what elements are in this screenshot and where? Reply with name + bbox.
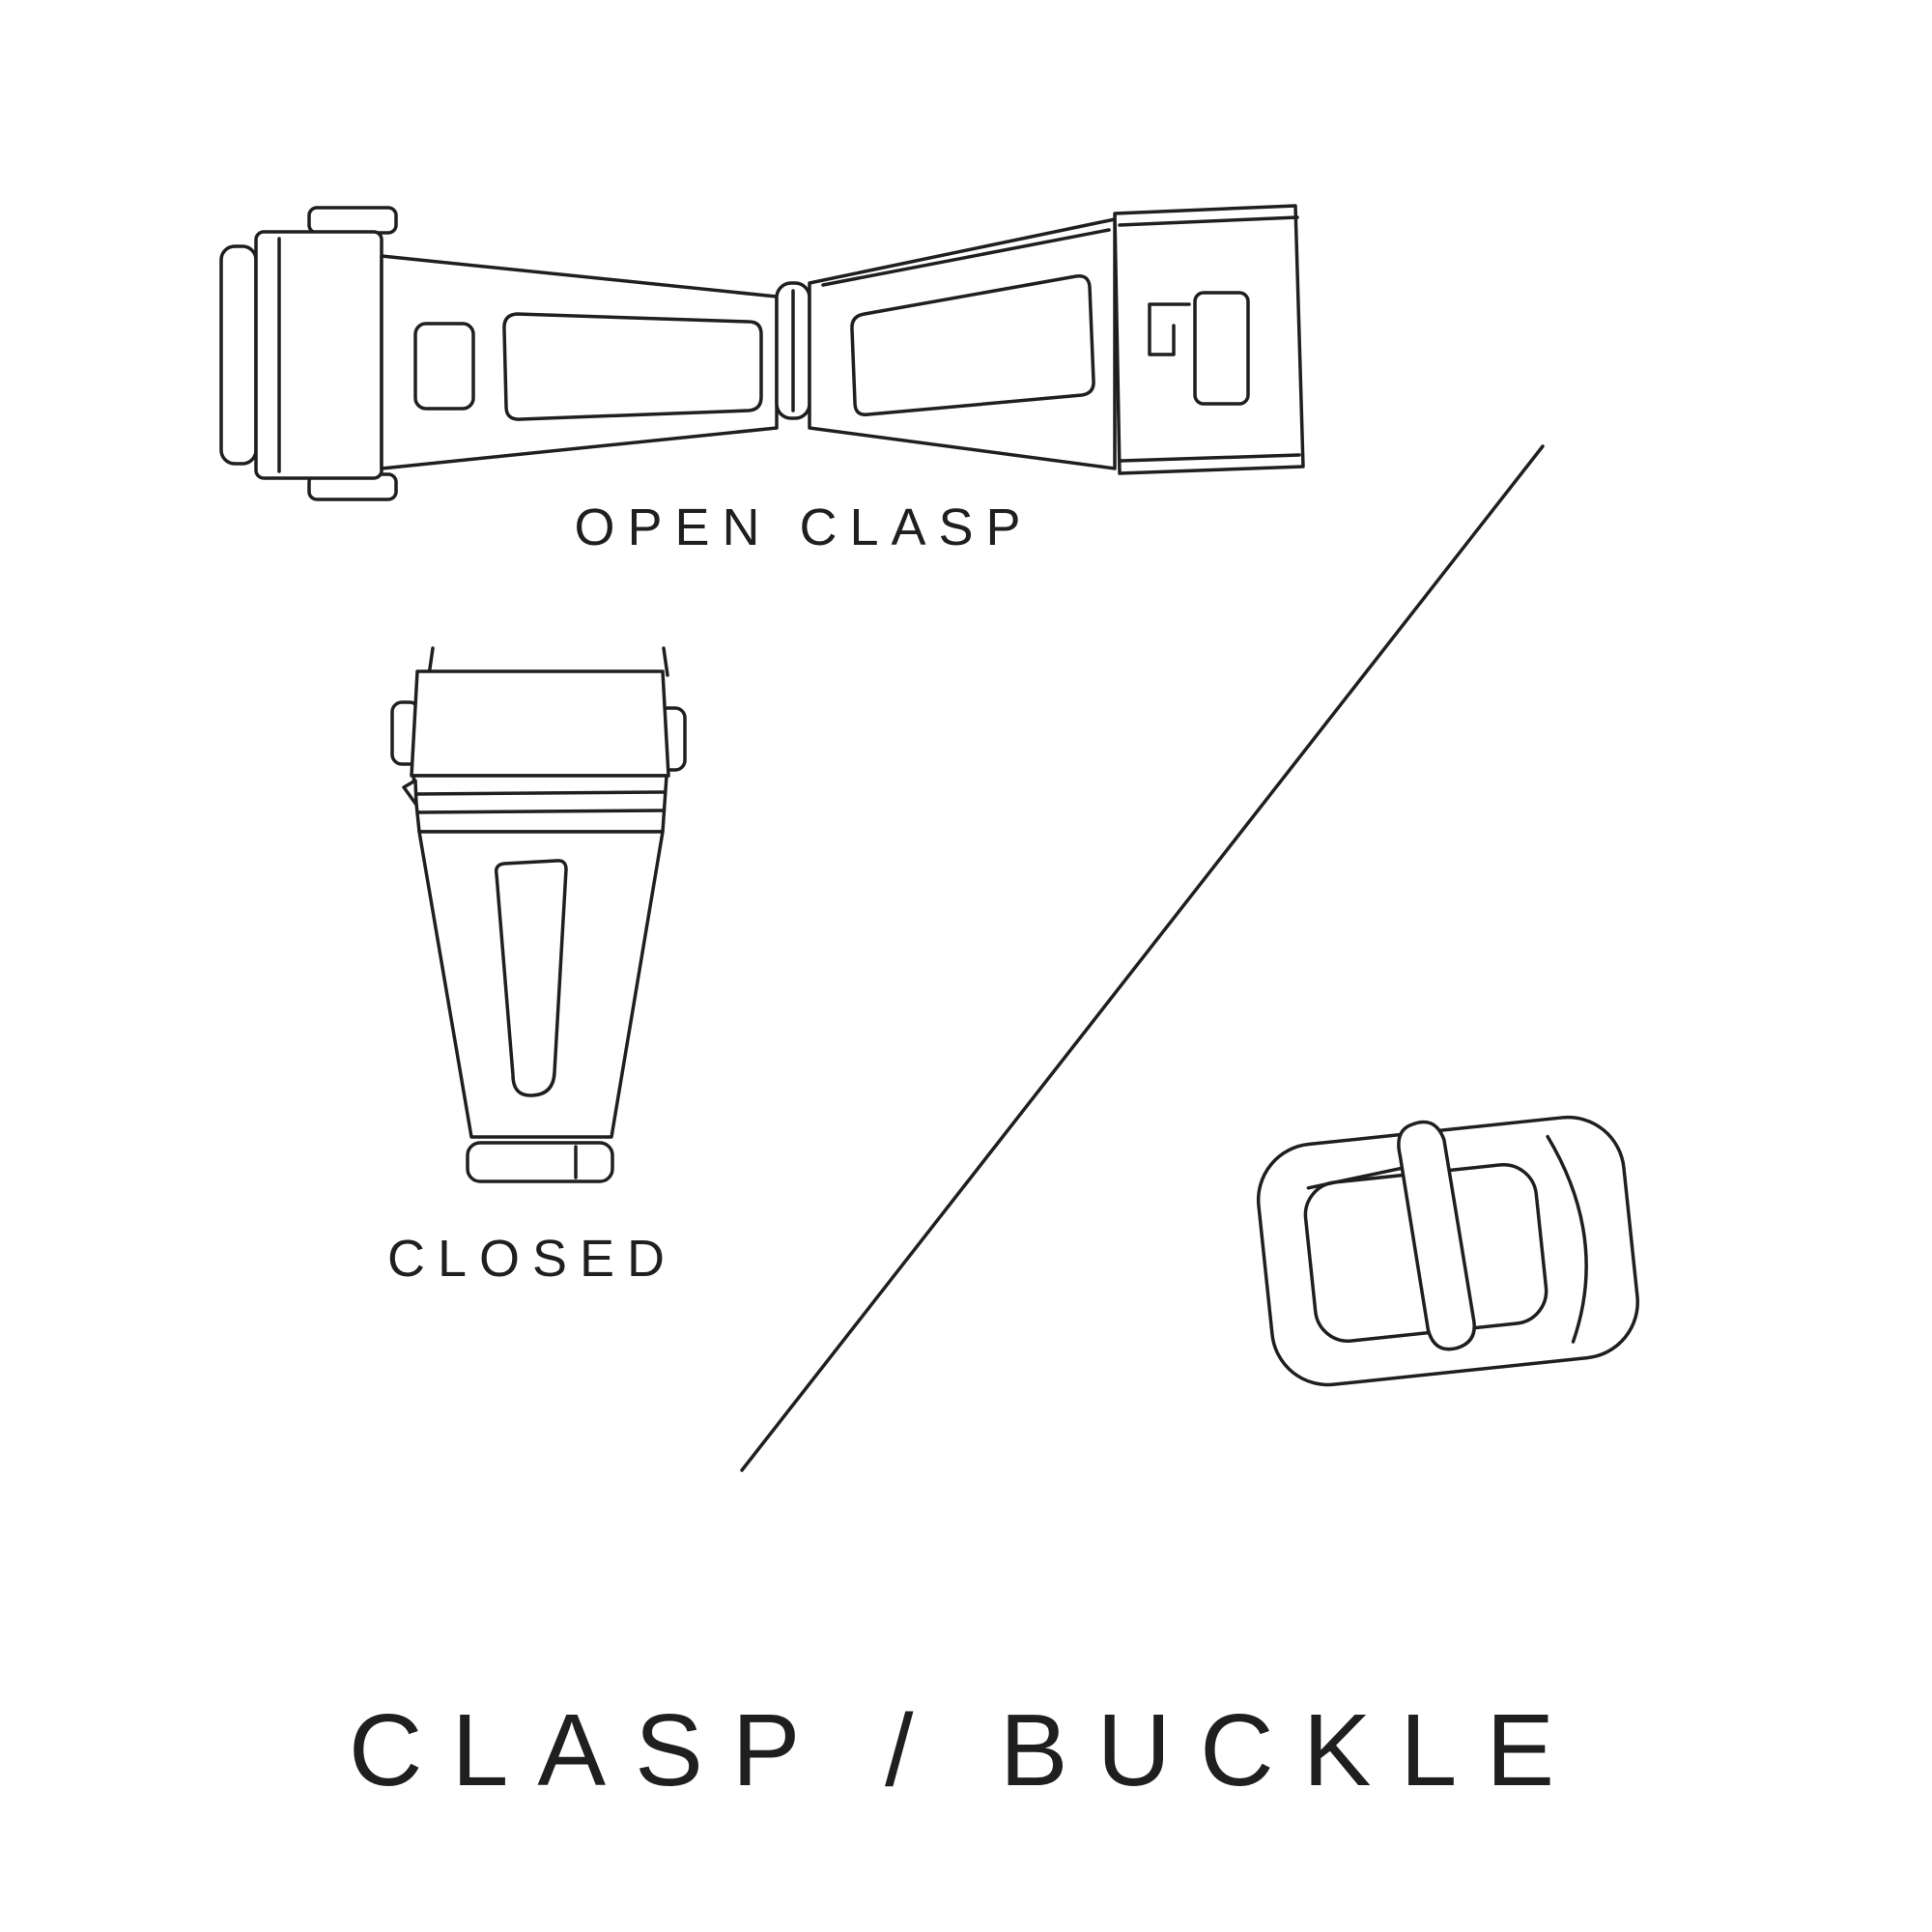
open-clasp-right-end-piece	[1113, 204, 1305, 475]
closed-clasp-band-line-2	[415, 809, 665, 814]
open-clasp-left-slot	[502, 312, 763, 421]
open-clasp-label: OPEN CLASP	[574, 498, 1034, 556]
open-clasp-illustration	[208, 179, 1319, 512]
open-clasp-left-top-cap	[307, 206, 398, 235]
open-clasp-roller-bar	[219, 244, 258, 466]
tang-buckle-drawing	[1256, 1115, 1639, 1387]
closed-clasp-band-line-1	[413, 790, 667, 796]
closed-clasp-drawing	[390, 646, 687, 1183]
closed-clasp-left-notch	[402, 779, 418, 807]
closed-clasp-bottom-piece	[466, 1141, 614, 1183]
closed-clasp-inner-slot	[494, 859, 568, 1097]
open-clasp-left-block	[254, 230, 384, 480]
open-clasp-left-arm	[380, 254, 779, 470]
closed-label: CLOSED	[386, 1230, 678, 1288]
closed-clasp-band	[412, 774, 668, 834]
open-clasp-right-slot	[850, 273, 1095, 416]
buckle-right-bar-contour	[1546, 1134, 1588, 1344]
closed-clasp-top-cap	[410, 669, 670, 778]
tang-buckle-illustration	[1222, 1063, 1676, 1459]
open-clasp-drawing	[219, 204, 1305, 501]
closed-clasp-body	[417, 830, 665, 1139]
closed-clasp-illustration	[377, 642, 700, 1193]
open-clasp-left-hook-cutout	[413, 322, 475, 411]
open-clasp-right-end-top-line	[1118, 215, 1299, 227]
open-clasp-right-arm-top-edge	[821, 228, 1111, 287]
open-clasp-right-end-hook	[1148, 302, 1191, 356]
buckle-tongue	[1397, 1120, 1476, 1351]
page-title: CLASP / BUCKLE	[348, 1693, 1584, 1807]
closed-clasp-right-prong	[662, 646, 669, 677]
open-clasp-right-end-slot	[1193, 291, 1250, 406]
